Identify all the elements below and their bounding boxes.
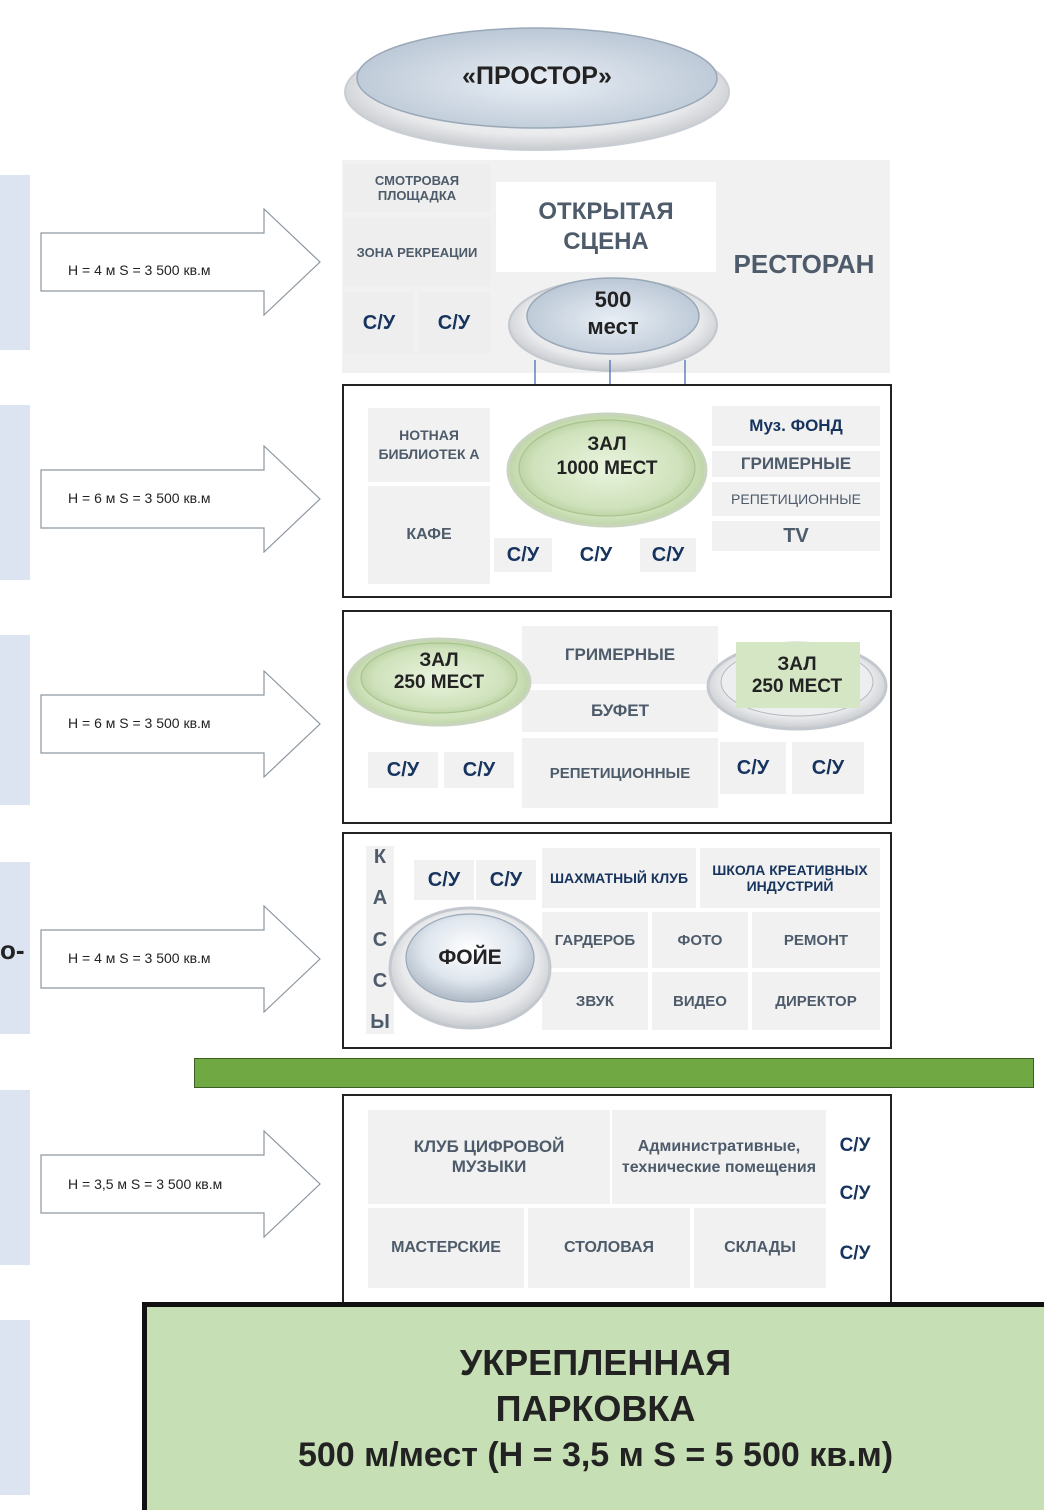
music-library: НОТНАЯ БИБЛИОТЕК А bbox=[368, 408, 490, 482]
parking-line-2: ПАРКОВКА bbox=[495, 1387, 696, 1429]
seats-500-number: 500 bbox=[594, 287, 632, 312]
recreation-zone: ЗОНА РЕКРЕАЦИИ bbox=[344, 218, 490, 286]
kassy-letter-5: Ы bbox=[370, 1011, 390, 1033]
floor-3-params: Н = 6 м S = 3 500 кв.м bbox=[68, 715, 211, 731]
arrow-floor-1 bbox=[40, 208, 321, 316]
parking-line-1: УКРЕПЛЕННАЯ bbox=[459, 1341, 732, 1383]
sidebar-strip-6 bbox=[0, 1320, 30, 1495]
open-stage-label: ОТКРЫТАЯ СЦЕНА bbox=[538, 198, 674, 255]
dressing-rooms: ГРИМЕРНЫЕ bbox=[712, 451, 880, 477]
floor-5-wc-1: С/У bbox=[839, 1135, 871, 1156]
hall-250-right-disc bbox=[706, 641, 888, 731]
floor-3-wc-1: С/У bbox=[368, 752, 438, 788]
arrow-floor-2 bbox=[40, 445, 321, 553]
floor-3-wc-2: С/У bbox=[444, 752, 514, 788]
hall-250-right-line-1: ЗАЛ bbox=[777, 654, 817, 675]
rehearsal-rooms: РЕПЕТИЦИОННЫЕ bbox=[712, 482, 880, 516]
floor-1-wc-2: С/У bbox=[418, 292, 490, 354]
page-title: «ПРОСТОР» bbox=[462, 62, 612, 90]
open-stage: ОТКРЫТАЯ СЦЕНА bbox=[496, 182, 716, 272]
sound-room: ЗВУК bbox=[542, 972, 648, 1030]
floor-5-params: Н = 3,5 м S = 3 500 кв.м bbox=[68, 1176, 223, 1192]
floor-5-wc-3: С/У bbox=[839, 1243, 871, 1264]
hall-1000-line-1: ЗАЛ bbox=[587, 434, 627, 455]
floor-2-params: Н = 6 м S = 3 500 кв.м bbox=[68, 490, 211, 506]
creative-school: ШКОЛА КРЕАТИВНЫХ ИНДУСТРИЙ bbox=[700, 848, 880, 908]
foyer-disc bbox=[388, 906, 552, 1030]
observation-deck: СМОТРОВАЯ ПЛОЩАДКА bbox=[344, 164, 490, 212]
sidebar-text-fragment: о- bbox=[0, 935, 25, 965]
director-room: ДИРЕКТОР bbox=[752, 972, 880, 1030]
floor-1-wc-1: С/У bbox=[344, 292, 414, 354]
hall-250-left-line-1: ЗАЛ bbox=[419, 650, 459, 671]
sidebar-strip-5 bbox=[0, 1090, 30, 1265]
cafe: КАФЕ bbox=[368, 486, 490, 584]
digital-music-club: КЛУБ ЦИФРОВОЙ МУЗЫКИ bbox=[368, 1110, 610, 1204]
kassy-letter-2: А bbox=[372, 887, 388, 910]
floor-3-wc-3: С/У bbox=[720, 742, 786, 794]
tv-studio: TV bbox=[712, 521, 880, 551]
sidebar-strip-3 bbox=[0, 635, 30, 805]
floor-5-wc-2: С/У bbox=[839, 1183, 871, 1204]
sidebar-strip-2 bbox=[0, 405, 30, 580]
foyer-label: ФОЙЕ bbox=[438, 946, 502, 969]
floor-3-rehearsal: РЕПЕТИЦИОННЫЕ bbox=[522, 738, 718, 808]
hall-250-left-line-2: 250 МЕСТ bbox=[393, 672, 485, 693]
canteen: СТОЛОВАЯ bbox=[528, 1208, 690, 1288]
video-room: ВИДЕО bbox=[652, 972, 748, 1030]
kassy-letter-1: К bbox=[373, 846, 387, 868]
arrow-floor-3 bbox=[40, 670, 321, 778]
repair-room: РЕМОНТ bbox=[752, 912, 880, 968]
sidebar-strip-1 bbox=[0, 175, 30, 350]
hall-250-left-disc bbox=[346, 637, 532, 727]
floor-4-params: Н = 4 м S = 3 500 кв.м bbox=[68, 950, 211, 966]
hall-1000-line-2: 1000 МЕСТ bbox=[556, 458, 658, 479]
arrow-floor-5 bbox=[40, 1130, 321, 1238]
wardrobe: ГАРДЕРОБ bbox=[542, 912, 648, 968]
kassy-letter-4: С bbox=[372, 969, 388, 992]
parking-line-3: 500 м/мест (Н = 3,5 м S = 5 500 кв.м) bbox=[297, 1435, 894, 1474]
sidebar-strip-4 bbox=[0, 862, 30, 1034]
music-fund: Муз. ФОНД bbox=[712, 406, 880, 446]
seats-500-disc bbox=[508, 277, 718, 372]
floor-3-dressing: ГРИМЕРНЫЕ bbox=[522, 626, 718, 684]
floor-1-params: Н = 4 м S = 3 500 кв.м bbox=[68, 262, 211, 278]
kassy-letter-3: С bbox=[372, 928, 388, 951]
photo-room: ФОТО bbox=[652, 912, 748, 968]
workshops: МАСТЕРСКИЕ bbox=[368, 1208, 524, 1288]
kassy-column: К А С С Ы bbox=[366, 846, 394, 1034]
floor-4-wc-1: С/У bbox=[414, 860, 474, 900]
ground-level-bar bbox=[194, 1058, 1034, 1088]
title-disc bbox=[344, 27, 730, 151]
floor-2-wc-1: С/У bbox=[494, 538, 552, 572]
hall-1000-disc bbox=[506, 412, 708, 528]
hall-250-right-line-2: 250 МЕСТ bbox=[751, 676, 843, 697]
seats-500-word: мест bbox=[587, 314, 639, 339]
chess-club: ШАХМАТНЫЙ КЛУБ bbox=[542, 848, 696, 908]
arrow-floor-4 bbox=[40, 905, 321, 1013]
floor-3-wc-4: С/У bbox=[792, 742, 864, 794]
storage: СКЛАДЫ bbox=[694, 1208, 826, 1288]
floor-2-wc-3: С/У bbox=[640, 538, 696, 572]
floor-2-wc-2: С/У bbox=[579, 543, 613, 566]
admin-rooms: Административные, технические помещения bbox=[612, 1110, 826, 1204]
restaurant: РЕСТОРАН bbox=[733, 248, 875, 279]
parking-block: УКРЕПЛЕННАЯ ПАРКОВКА 500 м/мест (Н = 3,5… bbox=[142, 1302, 1044, 1510]
floor-4-wc-2: С/У bbox=[476, 860, 536, 900]
buffet: БУФЕТ bbox=[522, 690, 718, 732]
